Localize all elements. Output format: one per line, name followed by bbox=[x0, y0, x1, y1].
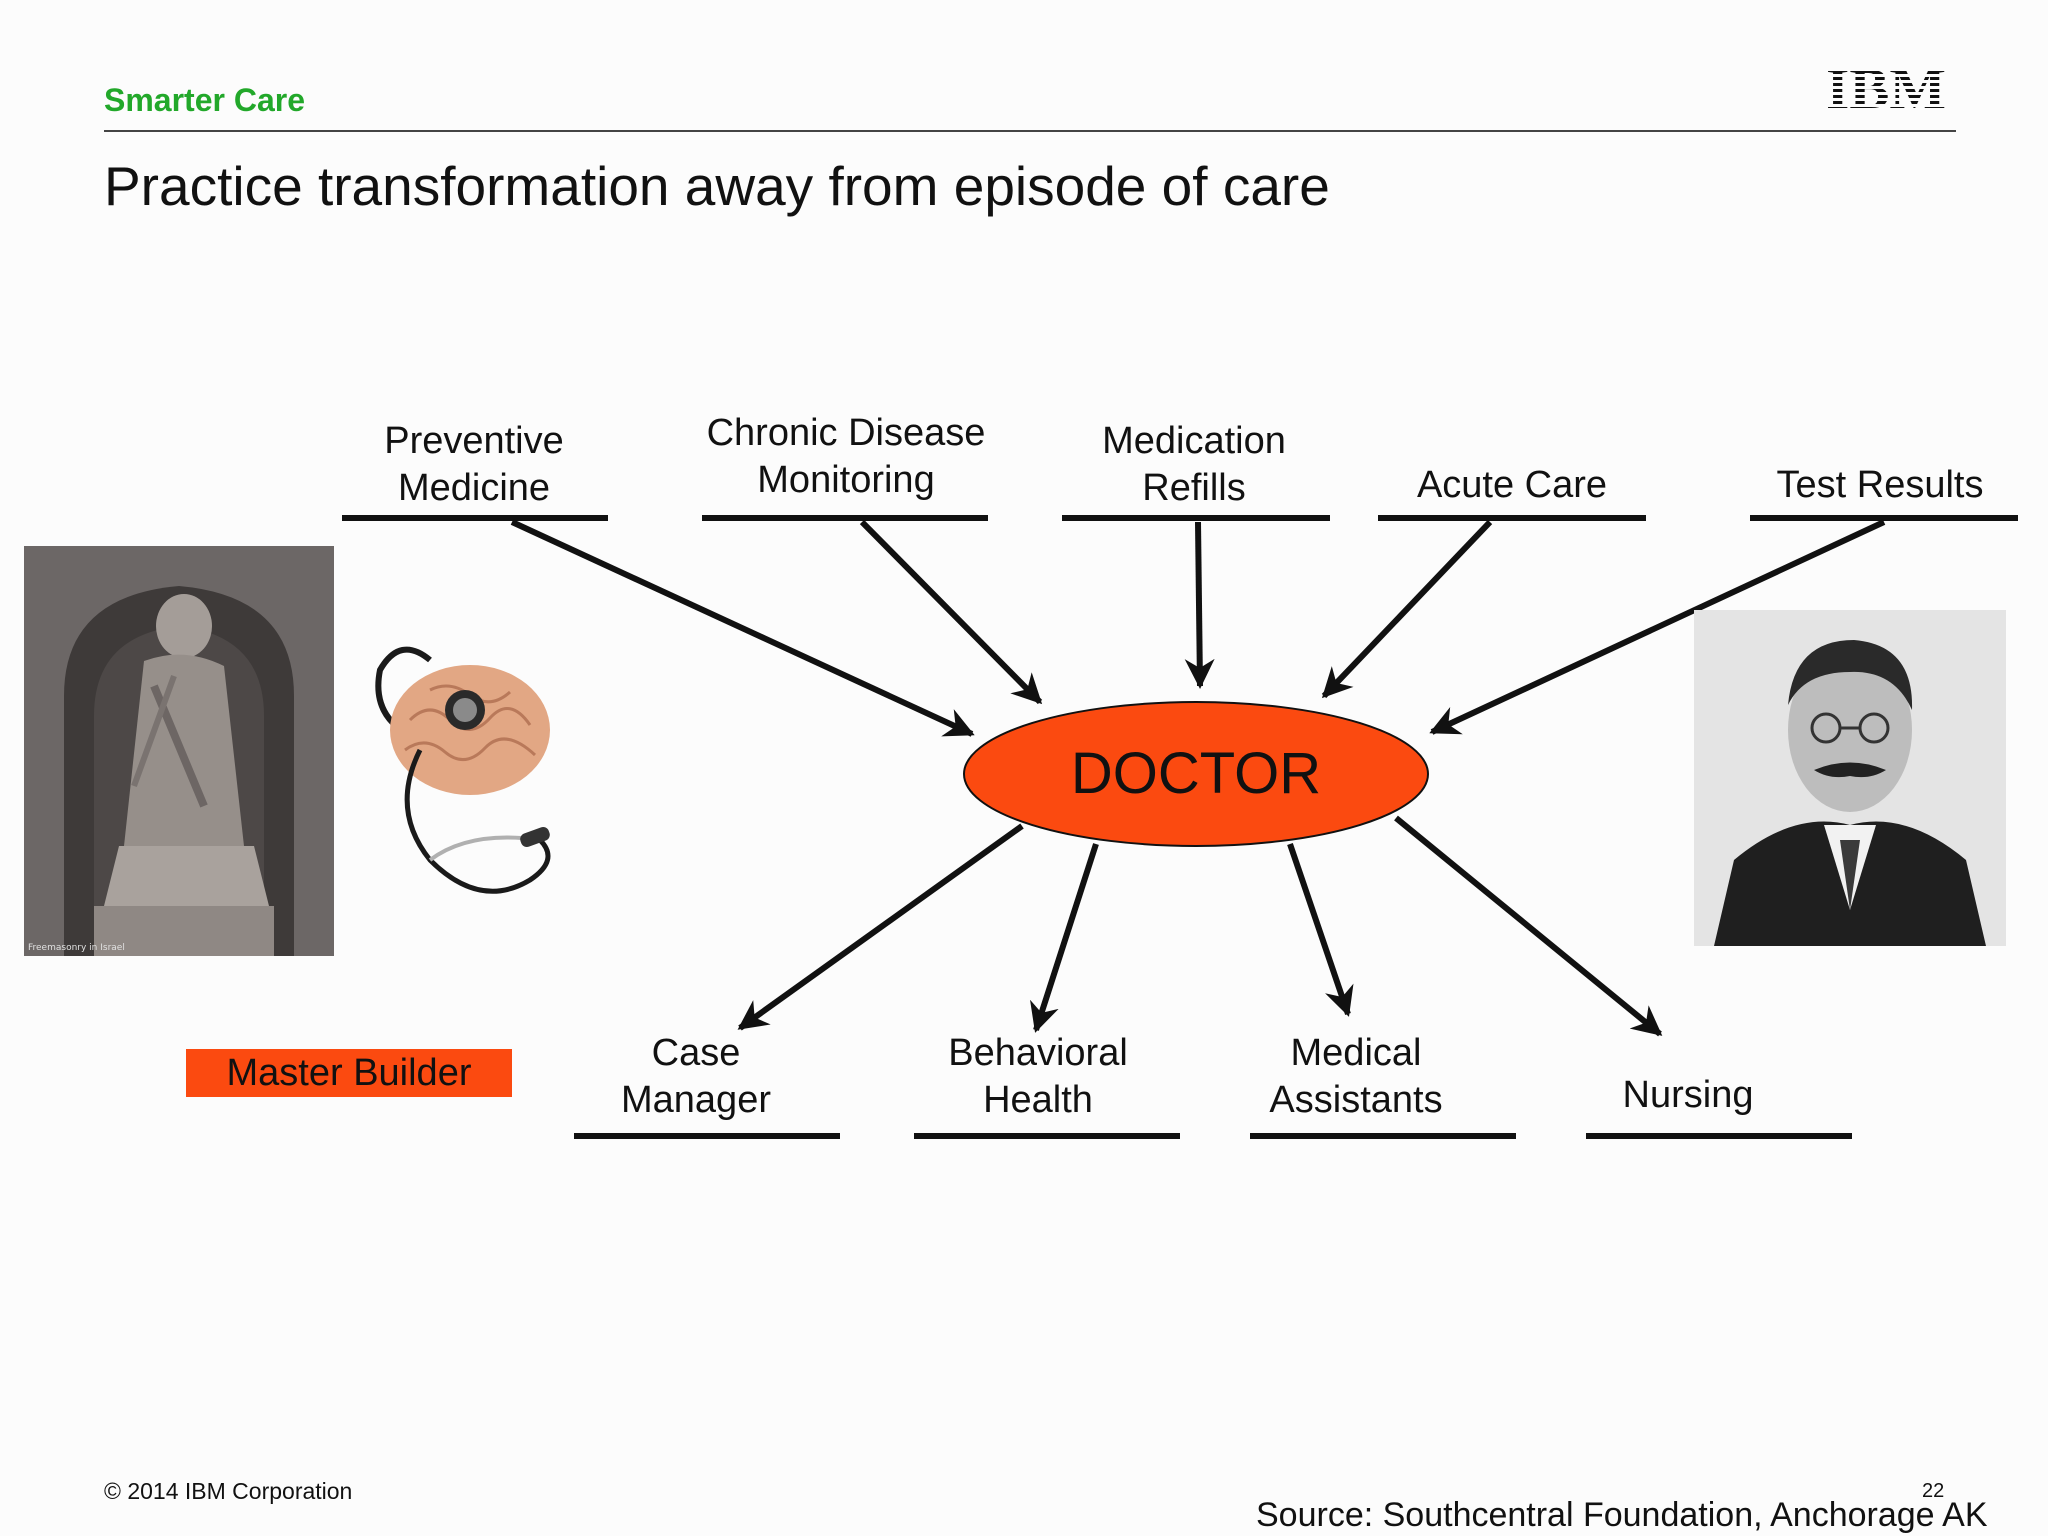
master-builder-badge: Master Builder bbox=[186, 1049, 512, 1097]
label-preventive-medicine-line2: Medicine bbox=[397, 467, 551, 509]
page-number: 22 bbox=[1922, 1480, 1945, 1502]
label-medical-assistants-line1: Medical bbox=[1290, 1032, 1422, 1074]
arrow-doctor-to-case-manager bbox=[737, 823, 1024, 1031]
arrow-results-to-doctor bbox=[1429, 519, 1886, 735]
label-behavioral-health-line2: Health bbox=[983, 1079, 1093, 1121]
header-divider bbox=[104, 130, 1956, 132]
label-preventive-medicine-line1: Preventive bbox=[384, 420, 564, 462]
doctor-node bbox=[963, 701, 1429, 847]
arrow-preventive-to-doctor bbox=[510, 519, 975, 737]
label-chronic-disease-monitoring: Chronic Disease Monitoring bbox=[676, 410, 1016, 504]
doctor-portrait-photo bbox=[1694, 610, 2006, 946]
label-medical-assistants: Medical Assistants bbox=[1186, 1030, 1526, 1124]
ibm-logo-text: IBM bbox=[1826, 62, 1946, 112]
ibm-logo: IBM bbox=[1826, 62, 1946, 112]
label-medication-refills-line2: Refills bbox=[1142, 467, 1246, 509]
slide-title: Practice transformation away from episod… bbox=[104, 155, 1330, 217]
arrow-chronic-to-doctor bbox=[859, 519, 1043, 705]
label-case-manager-line2: Manager bbox=[621, 1079, 771, 1121]
doctor-label: DOCTOR bbox=[1071, 741, 1321, 806]
arrow-doctor-to-behavioral bbox=[1030, 843, 1099, 1033]
statue-caption: Freemasonry in Israel bbox=[28, 943, 125, 953]
label-test-results-line2: Test Results bbox=[1776, 464, 1984, 506]
label-behavioral-health-line1: Behavioral bbox=[948, 1032, 1128, 1074]
label-acute-care: Acute Care bbox=[1342, 462, 1682, 509]
source-citation: Source: Southcentral Foundation, Anchora… bbox=[1256, 1496, 1988, 1534]
statue-photo: Freemasonry in Israel bbox=[24, 546, 334, 956]
brain-stethoscope-image bbox=[370, 630, 570, 920]
arrow-acute-to-doctor bbox=[1321, 519, 1493, 699]
footer-copyright: © 2014 IBM Corporation bbox=[104, 1478, 353, 1504]
label-nursing-line2: Nursing bbox=[1622, 1074, 1754, 1116]
label-nursing: Nursing bbox=[1518, 1072, 1858, 1119]
label-preventive-medicine: Preventive Medicine bbox=[304, 418, 644, 512]
label-medication-refills: Medication Refills bbox=[1024, 418, 1364, 512]
label-case-manager: Case Manager bbox=[526, 1030, 866, 1124]
label-medication-refills-line1: Medication bbox=[1102, 420, 1286, 462]
arrow-doctor-to-nursing bbox=[1394, 815, 1663, 1037]
label-chronic-disease-line2: Monitoring bbox=[757, 459, 935, 501]
arrow-refills-to-doctor bbox=[1184, 521, 1215, 689]
label-medical-assistants-line2: Assistants bbox=[1269, 1079, 1443, 1121]
label-chronic-disease-line1: Chronic Disease bbox=[706, 412, 986, 454]
label-case-manager-line1: Case bbox=[651, 1032, 741, 1074]
section-label: Smarter Care bbox=[104, 82, 305, 118]
arrow-doctor-to-assistants bbox=[1287, 843, 1354, 1017]
label-acute-care-line2: Acute Care bbox=[1416, 464, 1608, 506]
label-behavioral-health: Behavioral Health bbox=[868, 1030, 1208, 1124]
label-test-results: Test Results bbox=[1710, 462, 2048, 509]
